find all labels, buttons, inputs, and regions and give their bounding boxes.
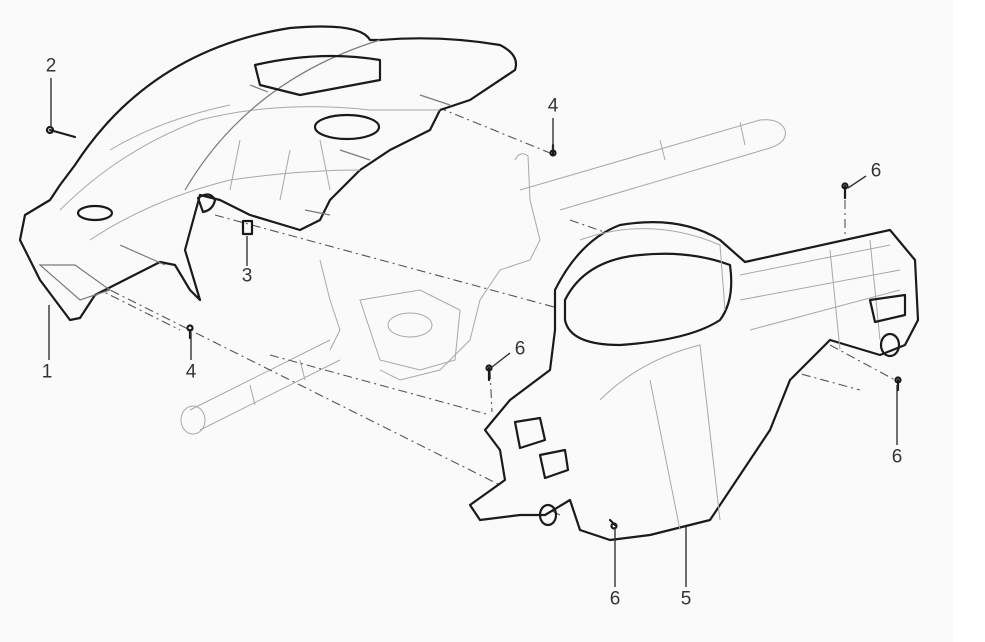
callout-4-right: 4 <box>547 95 559 117</box>
callout-6-left: 6 <box>514 338 526 360</box>
callout-6-top: 6 <box>870 160 882 182</box>
screws <box>45 125 902 530</box>
callout-6-bottom: 6 <box>609 588 621 610</box>
front-cover-part-1 <box>18 25 518 322</box>
callout-6-right: 6 <box>891 446 903 468</box>
callout-3: 3 <box>241 265 253 287</box>
screw-2 <box>48 128 77 139</box>
handlebar-tube <box>180 119 786 435</box>
rear-cover-part-5 <box>468 221 920 542</box>
callout-2: 2 <box>45 55 57 77</box>
diagram-canvas: 2 1 3 4 4 5 6 6 6 6 <box>18 25 920 610</box>
callout-4-left: 4 <box>185 361 197 383</box>
callout-1: 1 <box>41 361 53 383</box>
clip-nut-part-3 <box>241 219 254 236</box>
leader-lines <box>48 78 898 587</box>
parts-drawing <box>18 25 920 587</box>
callout-5: 5 <box>680 588 692 610</box>
